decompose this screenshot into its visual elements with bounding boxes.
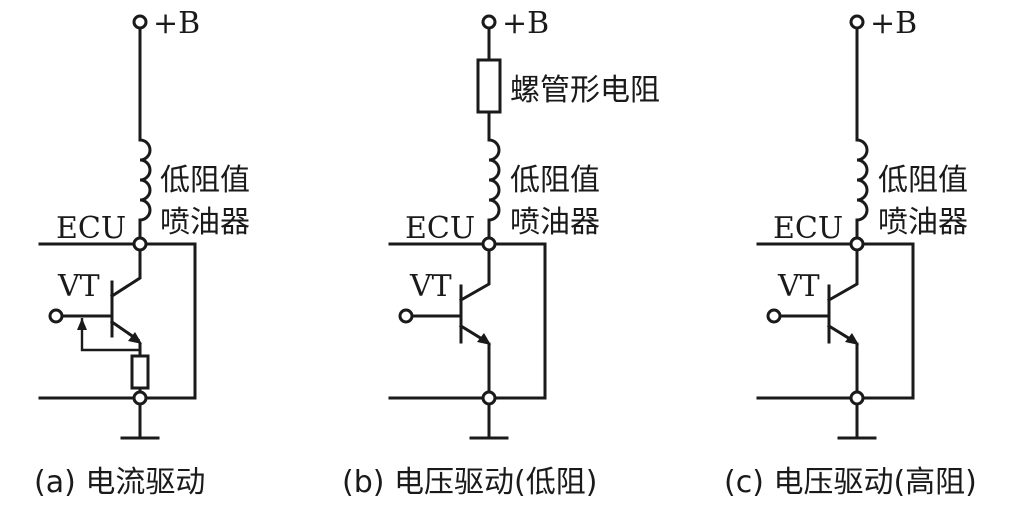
injector-label-c: 低阻值 xyxy=(878,163,968,198)
supply-terminal-b: +B xyxy=(481,6,549,41)
caption-a: (a) 电流驱动 xyxy=(34,465,205,500)
ecu-label-a: ECU xyxy=(56,211,126,246)
svg-text:+B: +B xyxy=(153,6,200,41)
emitter-arrow-b xyxy=(477,333,491,345)
solenoid-resistor-label: 螺管形电阻 xyxy=(510,73,660,108)
emitter-arrow-c xyxy=(845,333,859,345)
caption-b: (b) 电压驱动(低阻) xyxy=(342,465,597,500)
injector-label-a: 低阻值 xyxy=(160,163,250,198)
ecu-terminal-c xyxy=(849,236,865,252)
base-terminal-a xyxy=(48,308,64,324)
supply-terminal-c: +B xyxy=(849,6,917,41)
ecu-box-b xyxy=(388,242,547,400)
ground-terminal-b xyxy=(481,390,497,406)
emitter-arrow-a xyxy=(128,332,142,344)
circuit-b: +B 螺管形电阻 低阻值 喷油器 ECU VT (b) 电压驱动(低阻) xyxy=(342,6,660,500)
transistor-label-b: VT xyxy=(409,269,452,304)
feedback-arrow-a xyxy=(77,318,87,330)
injector-label-a-2: 喷油器 xyxy=(160,205,250,240)
solenoid-resistor xyxy=(476,58,502,114)
base-terminal-c xyxy=(766,308,782,324)
ecu-box-a xyxy=(38,242,197,400)
collector-a xyxy=(109,248,142,299)
injector-label-b-2: 喷油器 xyxy=(510,205,600,240)
injector-coil-c xyxy=(855,138,869,222)
injector-label-c-2: 喷油器 xyxy=(878,205,968,240)
ground-terminal-a xyxy=(132,390,148,406)
transistor-label-c: VT xyxy=(777,269,820,304)
ecu-label-b: ECU xyxy=(405,211,475,246)
svg-text:+B: +B xyxy=(502,6,549,41)
collector-b xyxy=(458,248,491,303)
ecu-terminal-b xyxy=(481,236,497,252)
sense-resistor-a xyxy=(130,354,150,390)
collector-c xyxy=(826,248,859,303)
ecu-label-c: ECU xyxy=(773,211,843,246)
ecu-box-c xyxy=(756,242,915,400)
injector-label-b: 低阻值 xyxy=(510,163,600,198)
circuit-c: +B 低阻值 喷油器 ECU VT (c) 电压驱动(高阻) xyxy=(724,6,977,500)
ground-terminal-c xyxy=(849,390,865,406)
transistor-label-a: VT xyxy=(57,269,100,304)
injector-coil-b xyxy=(487,138,501,222)
injector-coil-a xyxy=(138,138,152,222)
circuit-a: +B 低阻值 喷油器 ECU VT (a) 电流驱动 xyxy=(34,6,250,500)
svg-text:+B: +B xyxy=(870,6,917,41)
caption-c: (c) 电压驱动(高阻) xyxy=(724,465,977,500)
base-terminal-b xyxy=(398,308,414,324)
supply-terminal-a: +B xyxy=(132,6,200,41)
ecu-terminal-a xyxy=(132,236,148,252)
